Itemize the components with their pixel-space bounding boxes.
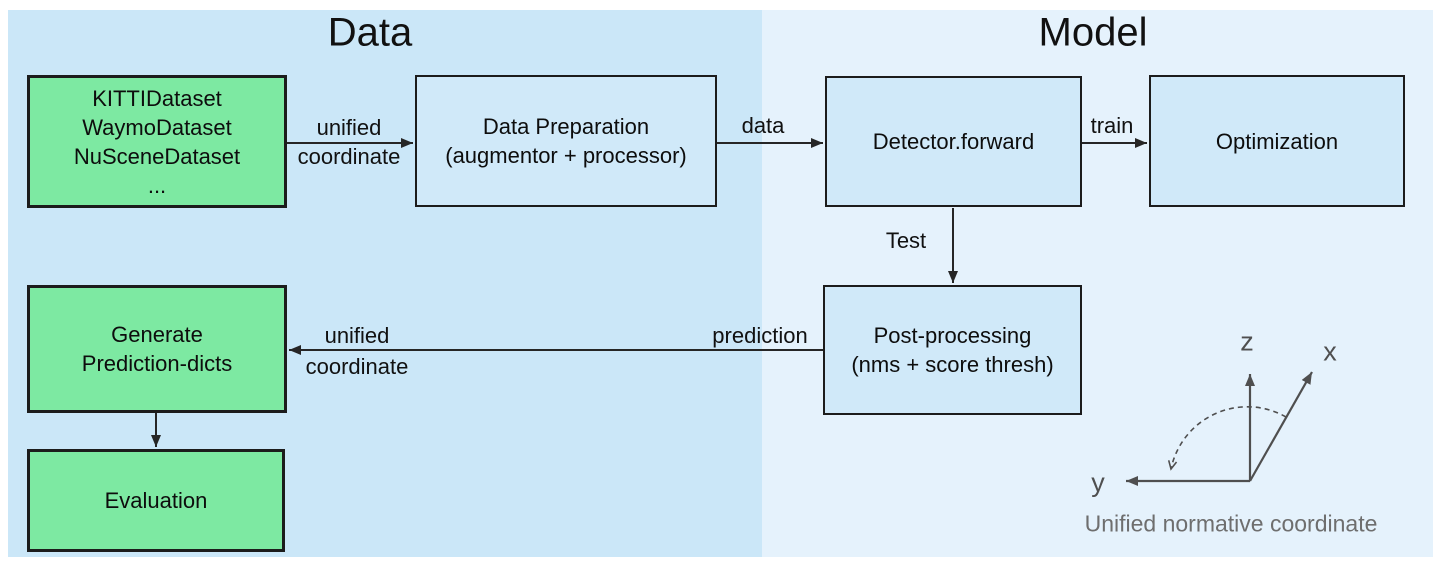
x-axis-label: x: [1323, 336, 1337, 367]
box-label-line: Prediction-dicts: [81, 351, 233, 376]
edge-label-train: train: [1090, 113, 1134, 138]
evaluation-box: Evaluation: [27, 449, 285, 552]
box-label-line: Detector.forward: [872, 129, 1035, 154]
dataset-line: ...: [147, 172, 167, 198]
y-axis-label: y: [1091, 467, 1105, 498]
box-label-line: (augmentor + processor): [445, 143, 687, 168]
optimization-box: Optimization: [1149, 75, 1405, 207]
edge-label-unified-bottom: unified: [324, 323, 390, 348]
post-processing-box: Post-processing (nms + score thresh): [823, 285, 1082, 415]
data-section-title: Data: [327, 10, 413, 55]
edge-label-prediction: prediction: [712, 323, 808, 348]
edge-label-coordinate-top: coordinate: [297, 144, 401, 169]
box-label-line: Generate: [111, 322, 203, 347]
generate-prediction-dicts-box: Generate Prediction-dicts: [27, 285, 287, 413]
detector-forward-box: Detector.forward: [825, 76, 1082, 207]
dataset-line: KITTIDataset: [92, 85, 222, 111]
model-section-title: Model: [1038, 10, 1148, 55]
edge-label-test: Test: [885, 228, 927, 253]
dataset-line: WaymoDataset: [82, 114, 232, 140]
box-label-line: Data Preparation: [482, 114, 650, 139]
dataset-line: NuSceneDataset: [73, 143, 241, 169]
box-label-line: Post-processing: [873, 323, 1032, 348]
edge-label-unified-top: unified: [316, 115, 382, 140]
coordinate-caption: Unified normative coordinate: [1084, 510, 1378, 537]
datasets-box: KITTIDataset WaymoDataset NuSceneDataset…: [27, 75, 287, 208]
edge-label-data: data: [741, 113, 785, 138]
box-label-line: Optimization: [1215, 128, 1339, 154]
z-axis-label: z: [1240, 326, 1254, 357]
data-preparation-box: Data Preparation (augmentor + processor): [415, 75, 717, 207]
box-label-line: Evaluation: [104, 488, 208, 513]
box-label-line: (nms + score thresh): [851, 352, 1054, 377]
edge-label-coordinate-bottom: coordinate: [305, 354, 409, 379]
